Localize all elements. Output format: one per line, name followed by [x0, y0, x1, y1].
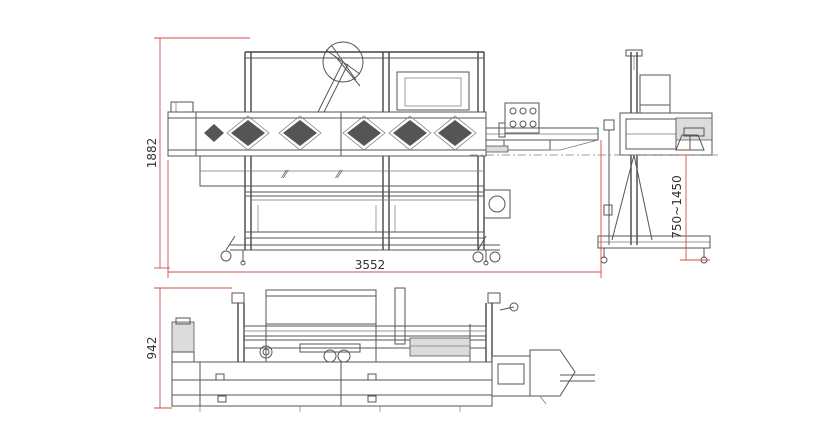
dimension-label: 750~1450 — [670, 175, 684, 239]
caster-wheel-icon — [472, 235, 501, 266]
caster-wheel-icon — [700, 248, 708, 264]
dimension-label: 942 — [145, 337, 159, 360]
dimension-label: 3552 — [355, 258, 386, 272]
end-elevation-view — [470, 49, 720, 264]
dimension-label: 1882 — [145, 138, 159, 169]
dimension-length-side: 3552 — [167, 140, 602, 278]
dimension-width-plan: 942 — [145, 287, 232, 409]
dimension-height-end: 750~1450 — [670, 154, 710, 261]
plan-main-bed — [171, 361, 493, 407]
film-reel-icon — [317, 41, 364, 115]
caster-wheel-icon — [600, 248, 608, 264]
side-elevation-view: ⁄⁄ ⁄⁄ — [167, 41, 599, 266]
svg-text:⁄⁄: ⁄⁄ — [280, 168, 289, 181]
svg-text:⁄⁄: ⁄⁄ — [334, 168, 343, 181]
caster-wheel-icon — [220, 235, 246, 266]
dimension-height-side: 1882 — [145, 37, 250, 269]
heater-diamond-panels — [204, 115, 477, 151]
plan-view — [171, 287, 595, 412]
